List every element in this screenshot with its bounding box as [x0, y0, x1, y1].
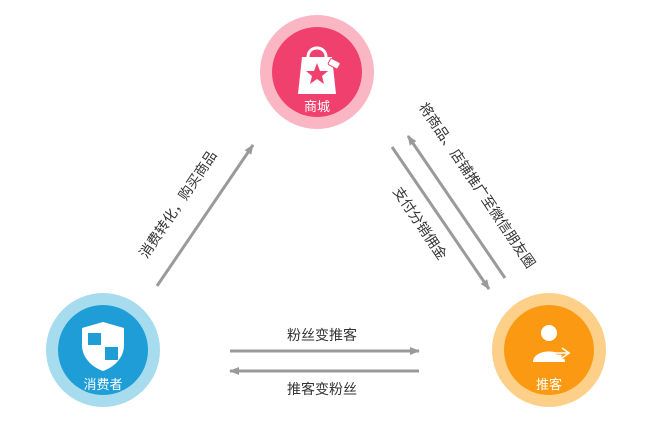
node-promoter-core [504, 305, 594, 395]
node-mall: 商城 [260, 15, 374, 129]
shield-icon [82, 322, 124, 371]
edge-label-consumer-to-mall: 消费转化，购买商品 [137, 148, 221, 261]
user-share-icon [533, 325, 572, 362]
arrow-promoter-to-mall [406, 135, 507, 279]
node-consumer-label: 消费者 [83, 378, 122, 393]
node-mall-label: 商城 [304, 100, 330, 115]
edge-label-mall-to-promoter: 支付分销佣金 [389, 184, 449, 263]
node-promoter: 推客 [492, 293, 606, 407]
edge-label-promoter-to-consumer: 推客变粉丝 [287, 381, 357, 398]
node-consumer: 消费者 [46, 293, 160, 407]
edge-label-consumer-to-promoter: 粉丝变推客 [287, 327, 357, 344]
arrow-mall-to-promoter [390, 146, 491, 290]
node-promoter-label: 推客 [536, 377, 562, 393]
shopping-bag-icon [298, 46, 341, 94]
arrow-consumer-to-mall [155, 144, 255, 287]
